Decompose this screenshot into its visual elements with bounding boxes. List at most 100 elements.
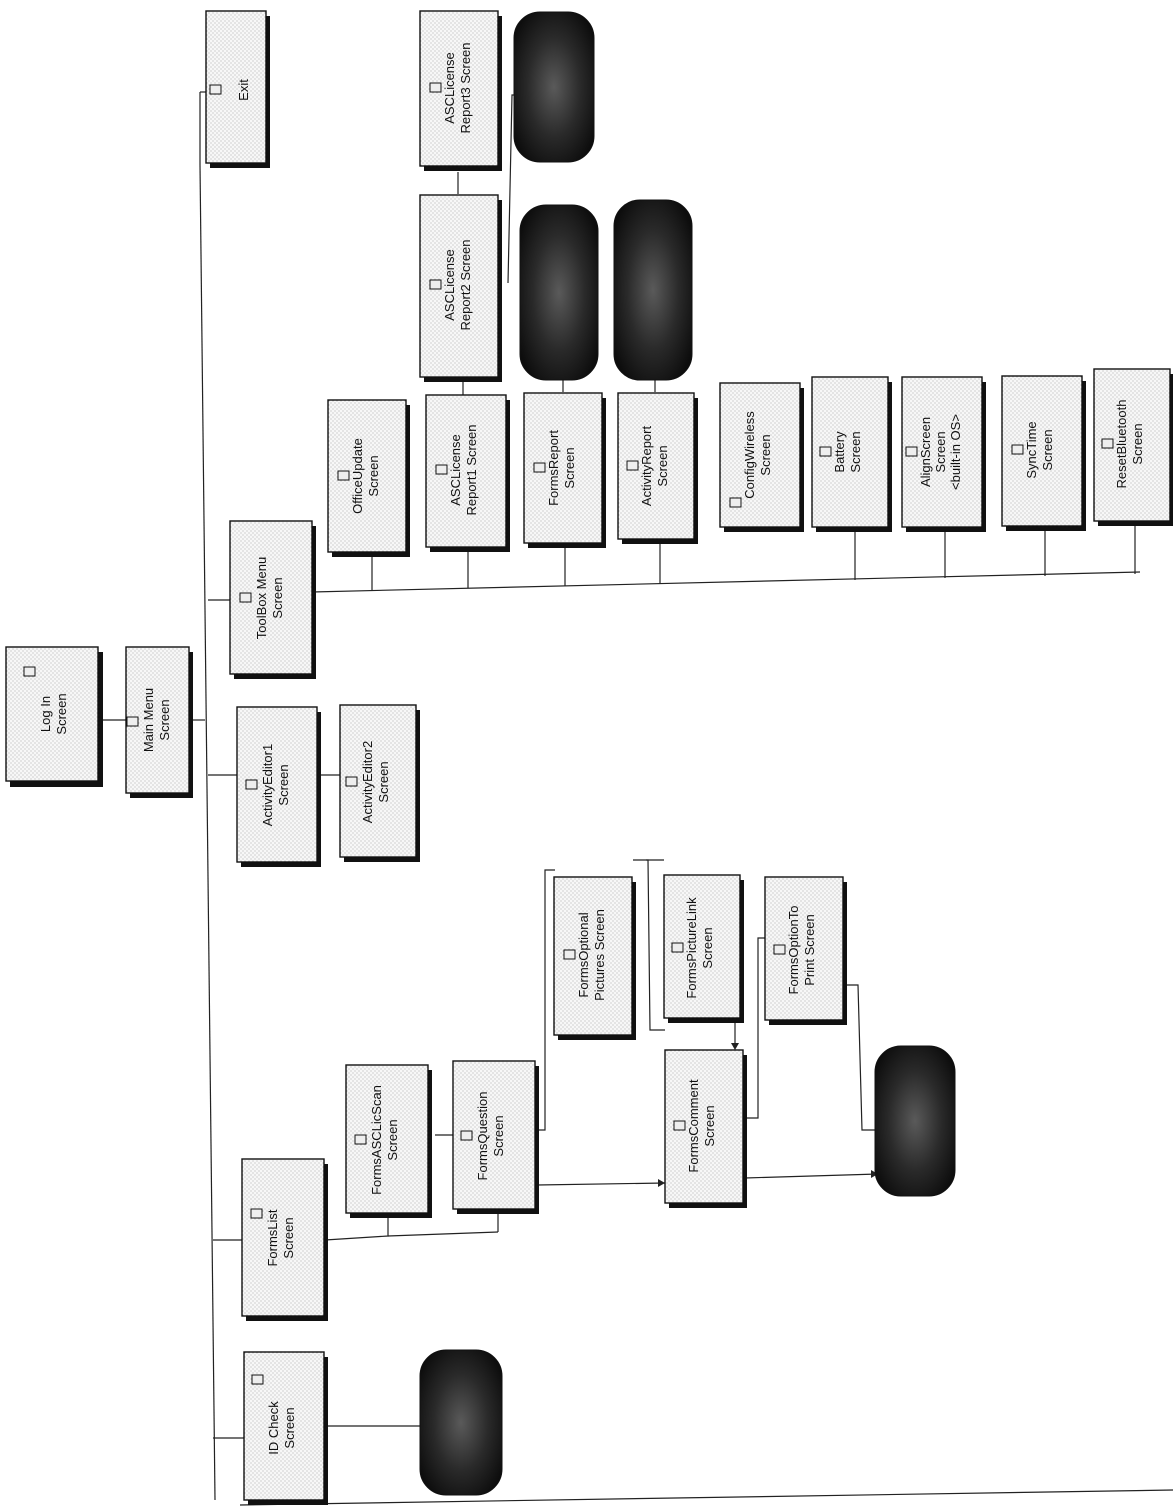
terminal-nodes [419, 11, 956, 1496]
asc-license-report2-screen-node: ASCLicense Report2 Screen [419, 194, 502, 382]
login-label-1: Log In [38, 696, 53, 732]
forms-question-screen-node: FormsQuestion Screen [452, 1060, 539, 1214]
id-check-label-2: Screen [282, 1407, 297, 1448]
terminal-report3 [513, 11, 595, 163]
terminal-forms-end [874, 1045, 956, 1197]
lock-icon [354, 1134, 367, 1145]
lock-icon [251, 1374, 264, 1385]
sync-time-label-2: Screen [1040, 429, 1055, 470]
activity-editor1-screen-node: ActivityEditor1 Screen [236, 706, 321, 867]
terminal-forms-report [519, 204, 599, 381]
office-update-label-2: Screen [366, 455, 381, 496]
lock-icon [245, 779, 258, 790]
lock-icon [1101, 438, 1114, 449]
sync-time-screen-node: SyncTime Screen [1001, 375, 1086, 531]
reset-bluetooth-label-1: ResetBluetooth [1114, 400, 1129, 489]
forms-optional-label-2: Pictures Screen [592, 909, 607, 1001]
forms-option-print-label-2: Print Screen [802, 914, 817, 986]
lock-icon [126, 716, 139, 727]
lock-icon [673, 1120, 686, 1131]
login-screen-node: Log In Screen [5, 646, 103, 787]
login-label-2: Screen [54, 693, 69, 734]
forms-comment-screen-node: FormsComment Screen [664, 1049, 747, 1208]
lock-icon [345, 776, 358, 787]
lock-icon [429, 82, 442, 93]
align-screen-node: AlignScreen Screen <built-in OS> [901, 376, 986, 532]
exit-node: Exit [205, 10, 270, 168]
lock-icon [671, 942, 684, 953]
battery-screen-node: Battery Screen [811, 376, 892, 532]
toolbox-menu-screen-node: ToolBox Menu Screen [229, 520, 316, 679]
main-menu-label-2: Screen [157, 699, 172, 740]
forms-question-label-2: Screen [491, 1115, 506, 1156]
activity-report-screen-node: ActivityReport Screen [617, 392, 698, 544]
config-wireless-label-1: ConfigWireless [742, 411, 757, 499]
activity-report-label-2: Screen [655, 445, 670, 486]
forms-picture-link-screen-node: FormsPictureLink Screen [663, 874, 744, 1023]
main-menu-label-1: Main Menu [141, 688, 156, 752]
forms-optional-pictures-screen-node: FormsOptional Pictures Screen [553, 876, 636, 1040]
asc-report1-label-2: Report1 Screen [464, 424, 479, 515]
lock-icon [250, 1208, 263, 1219]
activity-report-label-1: ActivityReport [639, 426, 654, 507]
lock-icon [905, 446, 918, 457]
main-menu-screen-node: Main Menu Screen [125, 646, 193, 798]
lock-icon [435, 464, 448, 475]
lock-icon [337, 470, 350, 481]
align-screen-label-1: AlignScreen [918, 417, 933, 487]
forms-picture-link-label-2: Screen [700, 927, 715, 968]
id-check-label-1: ID Check [266, 1401, 281, 1455]
lock-icon [819, 446, 832, 457]
reset-bluetooth-label-2: Screen [1130, 423, 1145, 464]
toolbox-label-1: ToolBox Menu [254, 557, 269, 639]
forms-comment-label-1: FormsComment [686, 1079, 701, 1173]
connectors [101, 91, 1173, 1506]
activity-editor2-screen-node: ActivityEditor2 Screen [339, 704, 420, 862]
asc-report3-label-1: ASCLicense [442, 52, 457, 124]
lock-icon [23, 666, 36, 677]
activity-editor2-label-1: ActivityEditor2 [360, 741, 375, 823]
lock-icon [729, 497, 742, 508]
forms-asc-lic-scan-screen-node: FormsASCLicScan Screen [345, 1064, 432, 1218]
battery-label-2: Screen [848, 431, 863, 472]
toolbox-label-2: Screen [270, 577, 285, 618]
forms-option-print-label-1: FormsOptionTo [786, 906, 801, 995]
lock-icon [429, 279, 442, 290]
terminal-activity-report [613, 199, 693, 381]
lock-icon [460, 1130, 473, 1141]
forms-option-to-print-screen-node: FormsOptionTo Print Screen [764, 876, 847, 1025]
reset-bluetooth-screen-node: ResetBluetooth Screen [1093, 368, 1173, 526]
align-screen-label-3: <built-in OS> [948, 414, 963, 490]
office-update-screen-node: OfficeUpdate Screen [327, 399, 410, 557]
config-wireless-label-2: Screen [758, 434, 773, 475]
asc-report1-label-1: ASCLicense [448, 434, 463, 506]
asc-license-report1-screen-node: ASCLicense Report1 Screen [425, 394, 510, 552]
activity-editor2-label-2: Screen [376, 761, 391, 802]
lock-icon [563, 949, 576, 960]
lock-icon [626, 460, 639, 471]
asc-license-report3-screen-node: ASCLicense Report3 Screen [419, 10, 502, 171]
sync-time-label-1: SyncTime [1024, 421, 1039, 478]
battery-label-1: Battery [832, 431, 847, 473]
lock-icon [209, 84, 222, 95]
asc-report3-label-2: Report3 Screen [458, 42, 473, 133]
forms-list-label-1: FormsList [265, 1209, 280, 1266]
forms-asc-lic-label-2: Screen [385, 1119, 400, 1160]
forms-list-label-2: Screen [281, 1217, 296, 1258]
lock-icon [1011, 444, 1024, 455]
config-wireless-screen-node: ConfigWireless Screen [719, 382, 804, 532]
asc-report2-label-1: ASCLicense [442, 249, 457, 321]
forms-asc-lic-label-1: FormsASCLicScan [369, 1085, 384, 1195]
forms-report-label-1: FormsReport [546, 430, 561, 506]
activity-editor1-label-1: ActivityEditor1 [260, 744, 275, 826]
forms-picture-link-label-1: FormsPictureLink [684, 897, 699, 999]
lock-icon [239, 592, 252, 603]
align-screen-label-2: Screen [933, 431, 948, 472]
lock-icon [533, 462, 546, 473]
forms-question-label-1: FormsQuestion [475, 1092, 490, 1181]
exit-label: Exit [236, 79, 251, 101]
lock-icon [773, 944, 786, 955]
forms-report-label-2: Screen [562, 447, 577, 488]
activity-editor1-label-2: Screen [276, 764, 291, 805]
